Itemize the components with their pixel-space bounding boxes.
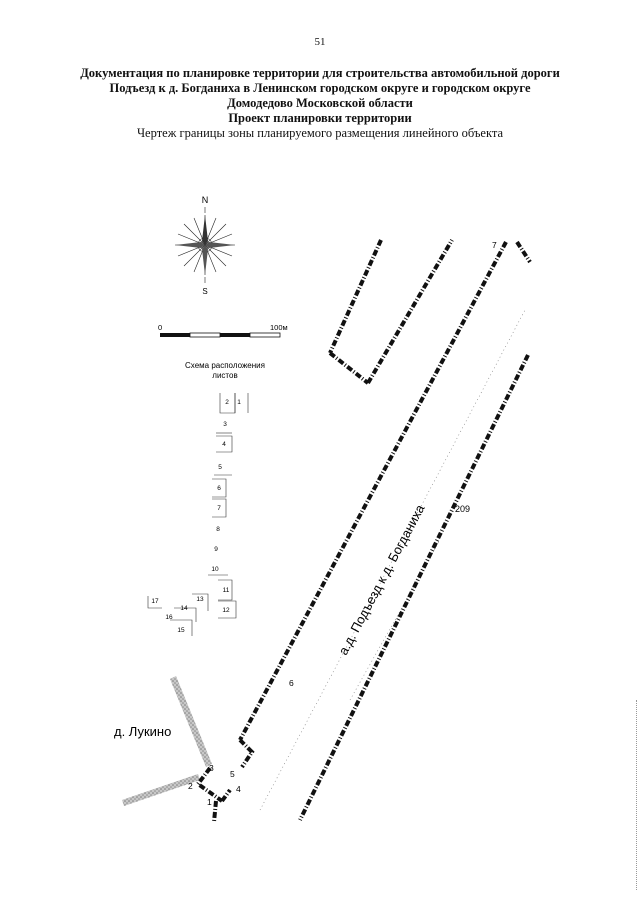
point-label-4: 4 [236, 784, 241, 794]
sheet-label-7: 7 [217, 505, 221, 512]
title-line-3: Домодедово Московской области [227, 96, 413, 110]
point-label-5: 5 [230, 769, 235, 779]
scale-bar [160, 332, 281, 338]
title-line-4: Проект планировки территории [228, 111, 412, 125]
scale-end-label: 100м [270, 323, 288, 332]
sheet-scheme-title-1: Схема расположения [185, 361, 265, 370]
sheet-label-14: 14 [180, 605, 188, 612]
compass-north-label: N [202, 195, 209, 205]
compass-south-label: S [202, 287, 207, 296]
sheet-label-9: 9 [214, 546, 218, 553]
sheet-label-10: 10 [211, 566, 219, 573]
page-edge-mark [636, 700, 638, 890]
point-label-1: 1 [207, 797, 212, 807]
planned-zone-boundary [195, 238, 532, 823]
sheet-scheme [147, 393, 249, 636]
number-209-label: 209 [455, 504, 470, 514]
sheet-label-15: 15 [177, 627, 185, 634]
page-number: 51 [314, 36, 326, 48]
boundary-point-labels: 1 2 3 4 5 6 7 [188, 240, 497, 807]
sheet-label-17: 17 [151, 598, 159, 605]
document-title: Документация по планировке территории дл… [40, 66, 600, 141]
drawing-subtitle: Чертеж границы зоны планируемого размеще… [136, 126, 504, 140]
title-line-1: Документация по планировке территории дл… [80, 66, 560, 80]
scale-start-label: 0 [158, 323, 162, 332]
title-line-2: Подъезд к д. Богданиха в Ленинском город… [109, 81, 531, 95]
road-name-label: а.д. Подъезд к д. Богданиха [335, 501, 427, 657]
sheet-label-2: 2 [225, 399, 229, 406]
sheet-label-13: 13 [196, 596, 204, 603]
village-label: д. Лукино [114, 724, 171, 739]
sheet-label-3: 3 [223, 421, 227, 428]
existing-road [122, 676, 212, 806]
sheet-label-6: 6 [217, 485, 221, 492]
point-label-2: 2 [188, 781, 193, 791]
sheet-label-11: 11 [223, 587, 230, 594]
point-label-3: 3 [209, 763, 214, 773]
sheet-label-5: 5 [218, 464, 222, 471]
point-label-7: 7 [492, 240, 497, 250]
sheet-label-1: 1 [237, 399, 241, 406]
sheet-scheme-title-2: листов [212, 371, 237, 380]
sheet-label-16: 16 [165, 614, 173, 621]
sheet-label-4: 4 [222, 441, 226, 448]
sheet-label-12: 12 [222, 607, 230, 614]
sheet-numbers: 1 2 3 4 5 6 7 8 9 10 11 12 13 14 15 16 1… [151, 399, 241, 634]
sheet-label-8: 8 [216, 526, 220, 533]
compass-rose-icon [175, 207, 235, 283]
point-label-6: 6 [289, 678, 294, 688]
